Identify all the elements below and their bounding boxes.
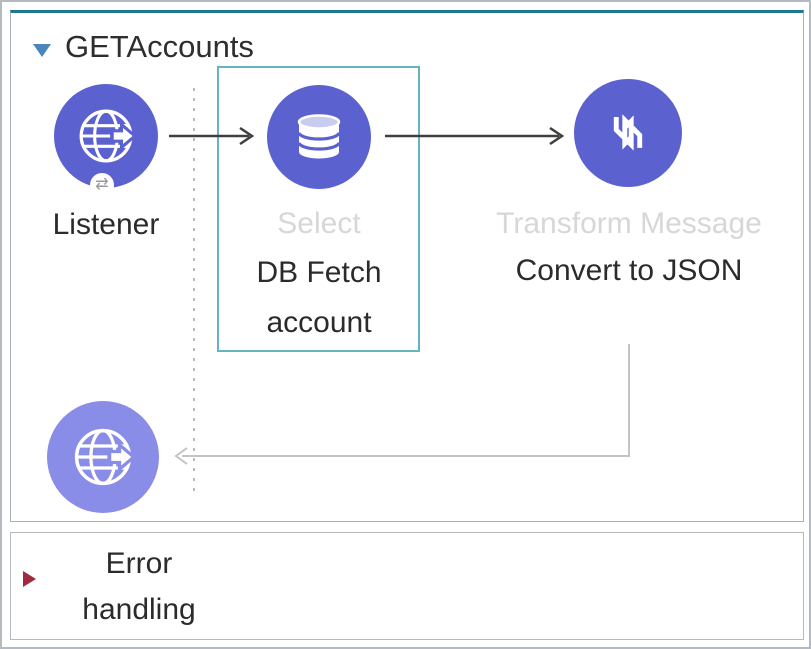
- error-handling-section[interactable]: Error handling: [10, 532, 804, 640]
- dataweave-icon: [613, 114, 643, 151]
- arrowhead-left-icon: [174, 447, 188, 465]
- http-globe-arrow-icon: [74, 428, 136, 486]
- listener-node[interactable]: [54, 84, 158, 188]
- error-handling-label: Error handling: [82, 547, 196, 626]
- flow-header: GETAccounts: [33, 30, 254, 64]
- arrowhead-right-icon: [239, 126, 255, 146]
- http-globe-arrow-icon: [79, 109, 137, 163]
- http-response-node[interactable]: [47, 401, 159, 513]
- connector-return-path: [182, 344, 630, 457]
- transform-type-label: Transform Message: [496, 207, 762, 240]
- db-select-type-label: Select: [277, 207, 361, 240]
- expand-triangle-icon[interactable]: [23, 571, 36, 587]
- database-icon: [297, 114, 341, 159]
- node-selection-box: [217, 66, 420, 352]
- message-exchange-badge: ⇄: [90, 173, 114, 197]
- arrowhead-right-icon: [549, 126, 565, 146]
- listener-label: Listener: [52, 208, 160, 241]
- db-select-node[interactable]: [267, 85, 371, 189]
- transform-name-label: Convert to JSON: [515, 254, 743, 287]
- transform-message-node[interactable]: [574, 79, 682, 187]
- exchange-arrows-icon: ⇄: [95, 176, 109, 193]
- flow-title[interactable]: GETAccounts: [65, 29, 254, 64]
- collapse-triangle-icon[interactable]: [33, 43, 51, 57]
- db-select-name-label: DB Fetch account: [256, 256, 382, 339]
